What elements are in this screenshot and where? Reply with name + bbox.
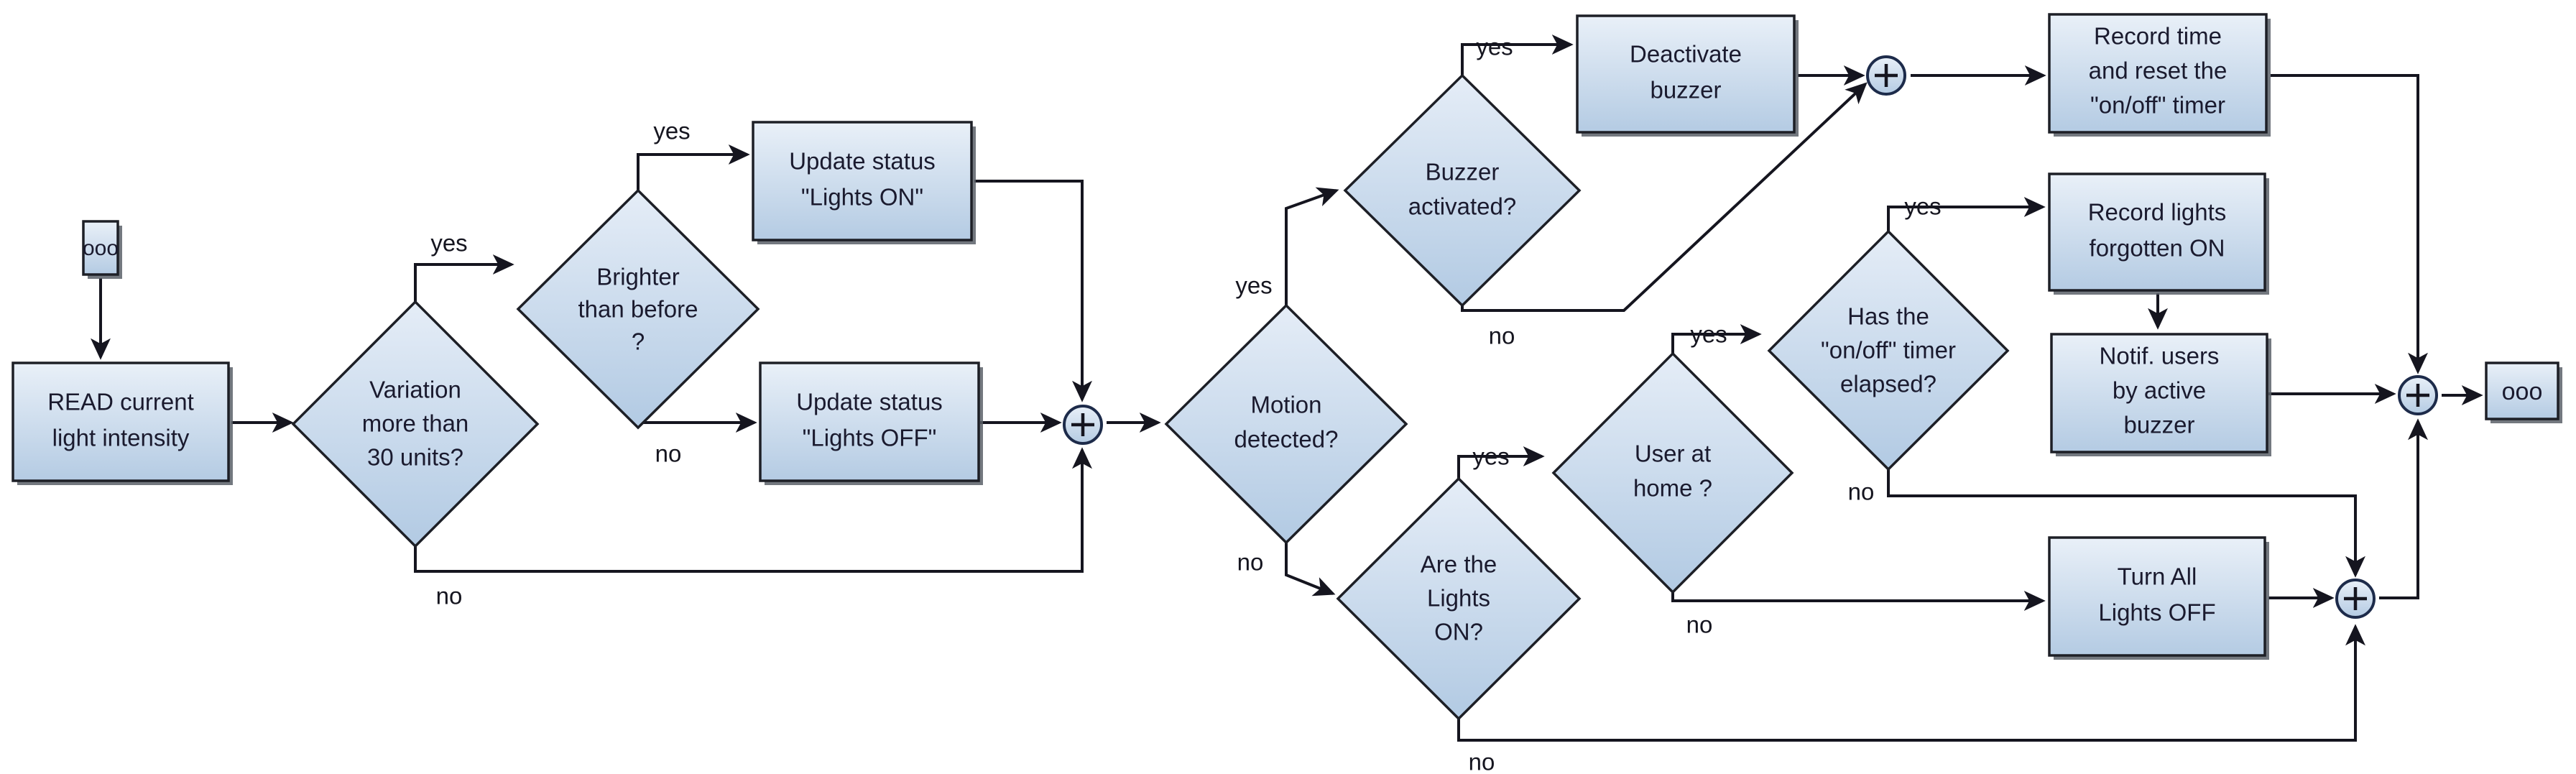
- node-record-time-line-1: Record time: [2094, 23, 2222, 50]
- node-record-time[interactable]: Record time and reset the "on/off" timer: [2048, 13, 2271, 137]
- node-motion-line-2: detected?: [1234, 426, 1339, 453]
- edge-timer-no: [1887, 469, 2365, 578]
- edge-variation-no: [414, 447, 1092, 573]
- node-junction-4[interactable]: [2335, 579, 2376, 619]
- node-record-forgotten-line-2: forgotten ON: [2090, 235, 2225, 262]
- node-lights-on-line-2: Lights: [1427, 585, 1490, 612]
- edge-label-timer-no: no: [1848, 479, 1875, 505]
- node-junction-2[interactable]: [1866, 55, 1906, 96]
- node-read-light-line-1: READ current: [47, 389, 194, 415]
- node-buzzer-activated[interactable]: Buzzer activated?: [1343, 73, 1582, 308]
- node-variation-line-3: 30 units?: [367, 444, 463, 471]
- node-are-lights-on[interactable]: Are the Lights ON?: [1336, 476, 1582, 721]
- node-buzzer-line-1: Buzzer: [1426, 159, 1500, 185]
- node-turn-off-lights[interactable]: Turn All Lights OFF: [2048, 536, 2269, 660]
- node-end-label: ooo: [2502, 378, 2543, 405]
- node-turn-off-line-1: Turn All: [2118, 563, 2197, 590]
- edge-buzzer-no: [1461, 82, 1868, 312]
- edge-userhome-no: [1671, 591, 2046, 611]
- node-user-at-home[interactable]: User at home ?: [1551, 351, 1794, 594]
- edge-label-buzzer-yes: yes: [1476, 34, 1513, 60]
- edge-label-buzzer-no: no: [1489, 323, 1515, 349]
- node-timer-line-1: Has the: [1847, 303, 1929, 330]
- edge-motion-no: [1285, 543, 1336, 596]
- edge-label-variation-yes: yes: [430, 230, 467, 257]
- node-turn-off-line-2: Lights OFF: [2098, 599, 2215, 626]
- node-end[interactable]: ooo: [2485, 361, 2562, 423]
- edge-label-brighter-no: no: [655, 441, 682, 467]
- node-brighter-line-2: than before: [578, 296, 698, 323]
- node-record-time-line-2: and reset the: [2089, 57, 2228, 84]
- node-junction-1[interactable]: [1063, 405, 1103, 445]
- node-status-on-line-1: Update status: [789, 148, 936, 175]
- node-deactivate-line-2: buzzer: [1650, 77, 1721, 103]
- node-notify-line-1: Notif. users: [2100, 343, 2220, 369]
- node-notify-users[interactable]: Notif. users by active buzzer: [2050, 333, 2271, 456]
- node-status-off-line-1: Update status: [796, 389, 943, 415]
- edge-label-lightson-no: no: [1469, 749, 1495, 774]
- edge-junction4-to-junction3: [2379, 418, 2428, 599]
- node-brighter-line-3: ?: [632, 328, 645, 355]
- edge-label-lightson-yes: yes: [1472, 443, 1509, 470]
- edge-statuson-to-junction1: [974, 180, 1092, 402]
- node-buzzer-line-2: activated?: [1408, 193, 1516, 220]
- edge-label-variation-no: no: [436, 583, 463, 609]
- edge-label-layer: yes no yes no yes no yes no yes no yes n…: [430, 34, 1941, 774]
- edge-motion-yes: [1285, 187, 1339, 305]
- edge-label-timer-yes: yes: [1904, 193, 1941, 220]
- edge-variation-yes: [414, 254, 514, 302]
- node-variation-line-1: Variation: [369, 377, 461, 403]
- edge-lightson-yes: [1457, 446, 1545, 479]
- node-status-off-line-2: "Lights OFF": [803, 425, 937, 451]
- node-motion-line-1: Motion: [1250, 392, 1321, 418]
- edge-buzzer-yes: [1461, 34, 1574, 77]
- node-lights-on-line-3: ON?: [1434, 619, 1483, 645]
- node-user-home-line-2: home ?: [1633, 475, 1712, 502]
- node-read-light[interactable]: READ current light intensity: [11, 361, 233, 485]
- node-variation[interactable]: Variation more than 30 units?: [291, 300, 540, 548]
- node-start-label: ooo: [83, 236, 119, 260]
- node-status-off[interactable]: Update status "Lights OFF": [759, 361, 983, 485]
- node-user-home-line-1: User at: [1635, 441, 1711, 467]
- node-record-time-line-3: "on/off" timer: [2090, 92, 2225, 119]
- node-brighter-line-1: Brighter: [596, 264, 680, 290]
- node-deactivate-buzzer[interactable]: Deactivate buzzer: [1576, 14, 1799, 137]
- node-timer-line-3: elapsed?: [1840, 371, 1936, 397]
- node-timer-line-2: "on/off" timer: [1821, 337, 1956, 364]
- edge-label-motion-yes: yes: [1235, 272, 1272, 299]
- edge-brighter-yes: [637, 144, 750, 190]
- edge-lightson-no: [1457, 624, 2365, 742]
- node-timer-elapsed[interactable]: Has the "on/off" timer elapsed?: [1767, 229, 2010, 471]
- edge-label-motion-no: no: [1237, 549, 1264, 576]
- node-start[interactable]: ooo: [82, 220, 122, 279]
- edge-label-userhome-no: no: [1686, 612, 1713, 638]
- node-lights-on-line-1: Are the: [1421, 551, 1497, 578]
- edge-timer-yes: [1887, 197, 2046, 231]
- edge-brighter-no: [637, 413, 757, 433]
- node-notify-line-3: buzzer: [2123, 412, 2194, 438]
- edge-userhome-yes: [1671, 324, 1762, 354]
- connector-layer: [91, 34, 2483, 742]
- edge-recordtime-to-junction3: [2271, 74, 2428, 374]
- node-motion[interactable]: Motion detected?: [1164, 303, 1408, 545]
- node-record-forgotten-line-1: Record lights: [2088, 199, 2227, 226]
- node-status-on[interactable]: Update status "Lights ON": [752, 121, 976, 244]
- edge-label-userhome-yes: yes: [1690, 321, 1727, 348]
- edge-label-brighter-yes: yes: [653, 118, 690, 144]
- node-deactivate-line-1: Deactivate: [1630, 41, 1742, 68]
- node-brighter[interactable]: Brighter than before ?: [516, 188, 760, 430]
- node-variation-line-2: more than: [362, 410, 469, 437]
- node-read-light-line-2: light intensity: [52, 425, 190, 451]
- node-notify-line-2: by active: [2113, 377, 2206, 404]
- node-status-on-line-2: "Lights ON": [801, 184, 923, 211]
- node-junction-3[interactable]: [2398, 375, 2438, 415]
- node-record-forgotten[interactable]: Record lights forgotten ON: [2048, 172, 2269, 295]
